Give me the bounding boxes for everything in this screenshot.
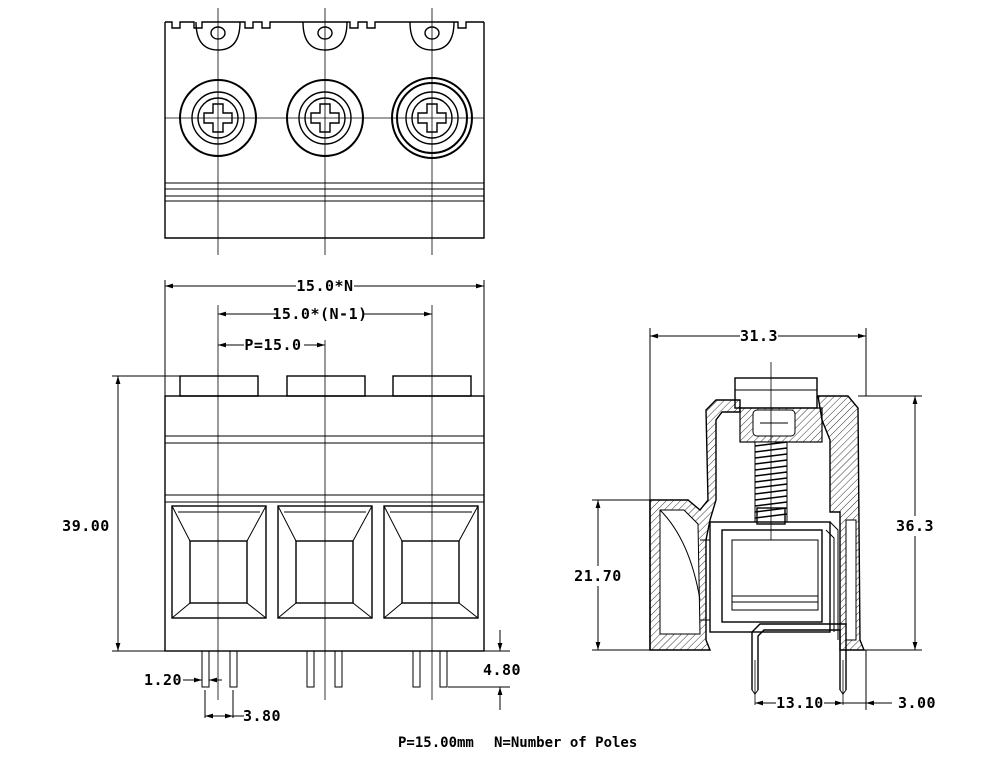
dim-total-width: 15.0*N bbox=[296, 277, 353, 295]
dim-side-height: 36.3 bbox=[896, 517, 934, 535]
wire-entry-1 bbox=[171, 505, 267, 619]
front-view: 15.0*N 15.0*(N-1) P=15.0 39.00 1.20 3.80… bbox=[62, 277, 521, 725]
pitch-note: P=15.00mm bbox=[398, 735, 474, 751]
dim-pin-diameter: 1.20 bbox=[144, 671, 182, 689]
dim-height: 39.00 bbox=[62, 517, 110, 535]
wire-entry-3 bbox=[383, 505, 479, 619]
dim-pin-length: 4.80 bbox=[483, 661, 521, 679]
front-pins bbox=[201, 650, 448, 688]
side-view: 31.3 36.3 21.70 13.10 3.00 bbox=[574, 327, 936, 712]
poles-note: N=Number of Poles bbox=[494, 735, 637, 751]
top-view bbox=[164, 8, 485, 255]
dim-pin-span: 15.0*(N-1) bbox=[272, 305, 367, 323]
dim-side-lower-height: 21.70 bbox=[574, 567, 622, 585]
dim-pitch: P=15.0 bbox=[244, 336, 301, 354]
dim-side-pin-offset: 13.10 bbox=[776, 694, 824, 712]
dim-side-edge-offset: 3.00 bbox=[898, 694, 936, 712]
dim-side-depth: 31.3 bbox=[740, 327, 778, 345]
dim-pin-spacing: 3.80 bbox=[243, 707, 281, 725]
